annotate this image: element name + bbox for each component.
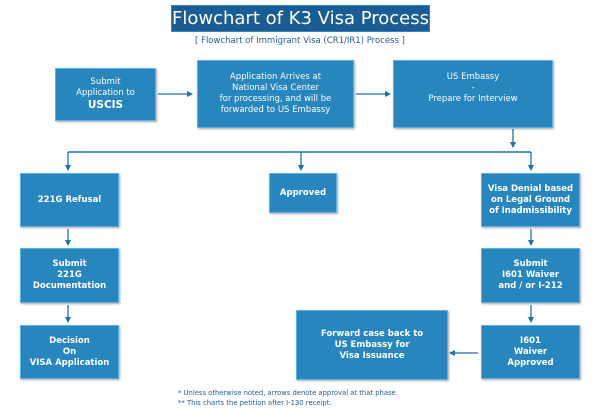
node-text: Application Arrives at: [229, 72, 322, 82]
node-text: 221G: [57, 270, 82, 280]
node-text: On: [62, 346, 77, 357]
node-text: Submit: [52, 259, 87, 269]
node-arrives-nvc: Application Arrives at National Visa Cen…: [197, 60, 354, 128]
node-waiver-approved: I601 Waiver Approved: [481, 325, 580, 379]
node-text: Submit: [90, 77, 121, 87]
node-us-embassy: US Embassy - Prepare for Interview: [393, 60, 553, 128]
diagram-title: Flowchart of K3 Visa Process: [171, 5, 430, 32]
node-text: Submit: [513, 259, 548, 269]
node-text: Approved: [279, 187, 327, 198]
node-text: forwarded to US Embassy: [220, 105, 331, 115]
node-text: for processing, and will be: [219, 94, 332, 104]
node-text: on Legal Ground: [491, 194, 570, 205]
node-text: Waiver: [513, 346, 548, 357]
node-text: VISA Application: [29, 357, 110, 368]
node-text: Approved: [507, 357, 554, 368]
node-text: I601: [520, 335, 541, 346]
node-approved: Approved: [269, 173, 337, 213]
node-text: National Visa Center: [231, 83, 320, 93]
node-text: US Embassy: [446, 72, 500, 82]
node-text: US Embassy for: [334, 339, 410, 350]
node-submit-221g: Submit 221G Documentation: [20, 248, 119, 303]
node-text: of Inadmissibility: [489, 205, 572, 216]
node-text: Documentation: [32, 281, 107, 291]
node-text: and / or I-212: [498, 281, 563, 291]
node-text: USCIS: [87, 99, 124, 111]
node-submit-waiver: Submit I601 Waiver and / or I-212: [481, 248, 580, 303]
footnotes: * Unless otherwise noted, arrows denote …: [178, 388, 398, 408]
diagram-subtitle: [ Flowchart of Immigrant Visa (CR1/IR1) …: [195, 36, 405, 46]
node-forward-case: Forward case back to US Embassy for Visa…: [296, 310, 448, 380]
node-text: Prepare for Interview: [428, 94, 518, 104]
node-text: I601 Waiver: [501, 270, 560, 280]
node-decision: Decision On VISA Application: [20, 325, 119, 379]
node-text: -: [471, 83, 475, 93]
node-221g-refusal: 221G Refusal: [20, 173, 119, 227]
node-text: Forward case back to: [320, 328, 424, 339]
node-text: Visa Denial based: [487, 183, 574, 194]
node-submit-uscis: Submit Application to USCIS: [55, 68, 156, 121]
footnote-approval: * Unless otherwise noted, arrows denote …: [178, 389, 398, 397]
footnote-petition: ** This charts the petition after I-130 …: [178, 399, 332, 407]
node-visa-denial: Visa Denial based on Legal Ground of Ina…: [481, 173, 580, 227]
node-text: Decision: [49, 335, 90, 346]
node-text: 221G Refusal: [37, 194, 102, 205]
node-text: Visa Issuance: [339, 350, 405, 361]
node-text: Application to: [76, 88, 135, 98]
